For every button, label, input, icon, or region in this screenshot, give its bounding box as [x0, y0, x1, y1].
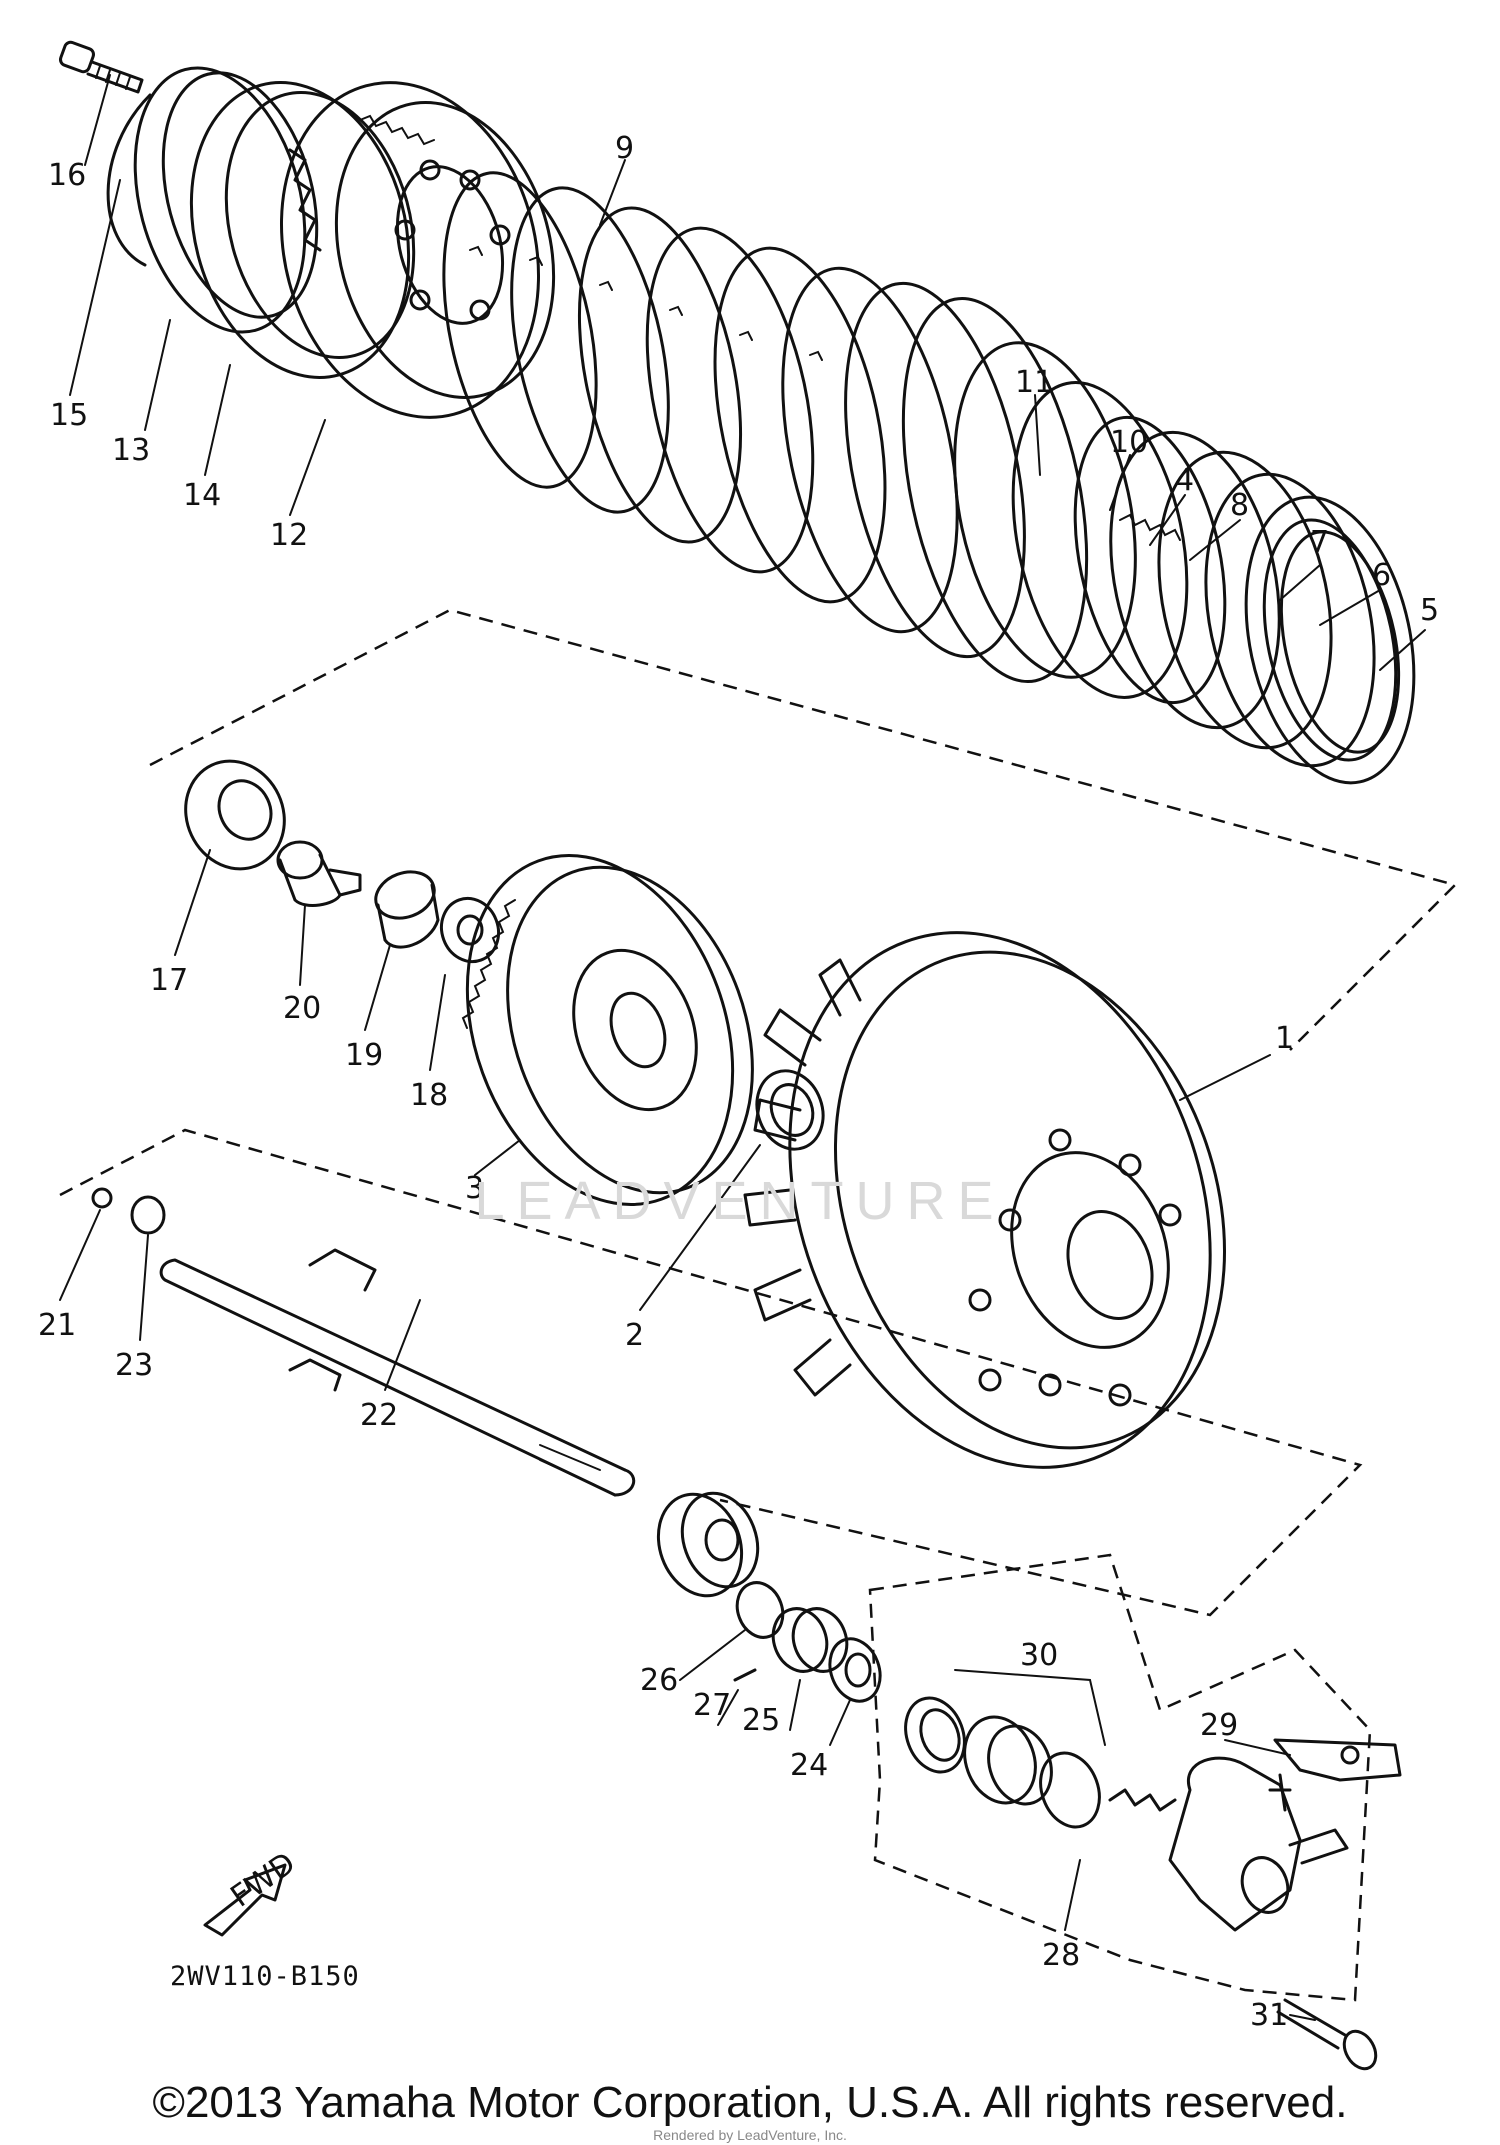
callout-6: 6 [1372, 558, 1391, 593]
part-3-primary-driven-gear [461, 854, 754, 1206]
fwd-arrow-label: FWD [225, 1846, 302, 1915]
lower-assembly-outline [59, 1128, 1363, 1617]
callout-12: 12 [270, 518, 308, 553]
part-28-release-cylinder [1168, 1756, 1349, 1932]
part-23-spacer [130, 1195, 166, 1235]
callout-26: 26 [640, 1663, 678, 1698]
part-13-plate [133, 66, 319, 334]
callout-labels: 1 2 3 4 5 6 7 8 9 10 11 12 13 14 15 16 1… [38, 131, 1439, 2033]
part-16-bolt [58, 40, 144, 94]
callout-23: 23 [115, 1348, 153, 1383]
callout-18: 18 [410, 1078, 448, 1113]
rendered-by-note: Rendered by LeadVenture, Inc. [653, 2127, 847, 2143]
callout-14: 14 [183, 478, 221, 513]
callout-17: 17 [150, 963, 188, 998]
part-14-spring-plate [189, 81, 416, 379]
part-10-clutch-plate [1011, 381, 1189, 699]
copyright-notice: ©2013 Yamaha Motor Corporation, U.S.A. A… [152, 2078, 1348, 2127]
callout-20: 20 [283, 991, 321, 1026]
part-7-friction-plate [1157, 450, 1333, 750]
callout-8: 8 [1230, 488, 1249, 523]
callout-7: 7 [1310, 525, 1329, 560]
callout-11: 11 [1015, 365, 1053, 400]
part-5-cushion-ring [1244, 495, 1416, 785]
part-31-bolt [1276, 1998, 1378, 2071]
part-bearing-lower [656, 1491, 760, 1598]
callout-15: 15 [50, 398, 88, 433]
clutch-plate-stack [442, 171, 1089, 684]
callout-13: 13 [112, 433, 150, 468]
callout-16: 16 [48, 158, 86, 193]
leader-lines [59, 74, 1426, 2021]
callout-3: 3 [465, 1171, 484, 1206]
callout-4: 4 [1175, 463, 1194, 498]
callout-22: 22 [360, 1398, 398, 1433]
part-6-plate [1204, 472, 1376, 768]
leadventure-watermark: LEADVENTURE [474, 1171, 1006, 1231]
callout-19: 19 [345, 1038, 383, 1073]
fwd-direction-arrow: FWD [203, 1846, 302, 1937]
callout-28: 28 [1042, 1938, 1080, 1973]
part-4-spring [1073, 415, 1227, 705]
callout-5: 5 [1420, 593, 1439, 628]
part-19-bushing [374, 870, 440, 949]
part-21-ball [91, 1187, 113, 1209]
callout-25: 25 [742, 1703, 780, 1738]
callout-24: 24 [790, 1748, 828, 1783]
part-17-bearing [184, 759, 286, 871]
callout-2: 2 [625, 1318, 644, 1353]
part-30-seal-kit [904, 1669, 1177, 1829]
part-code-label: 2WV110-B150 [170, 1961, 360, 1992]
part-2-thrust-washer [755, 1069, 825, 1151]
callout-10: 10 [1110, 425, 1148, 460]
callout-9: 9 [615, 131, 634, 166]
part-15-circlip [106, 93, 152, 267]
callout-21: 21 [38, 1308, 76, 1343]
part-24-washer [828, 1637, 882, 1703]
callout-29: 29 [1200, 1708, 1238, 1743]
callout-1: 1 [1275, 1021, 1294, 1056]
callout-27: 27 [693, 1688, 731, 1723]
part-12-clutch-housing [279, 81, 556, 419]
callout-30: 30 [1020, 1638, 1058, 1673]
part-26-o-ring [735, 1581, 785, 1639]
callout-31: 31 [1250, 1998, 1288, 2033]
part-20-collar [276, 840, 362, 907]
part-1-clutch-boss [743, 931, 1226, 1469]
part-22-shaft [159, 1248, 636, 1497]
part-8-seat [1109, 430, 1281, 730]
part-27-pin [733, 1668, 757, 1682]
part-18-washer [440, 896, 500, 964]
upper-assembly-outline [149, 608, 1458, 1051]
part-29-bracket [1268, 1738, 1402, 1812]
clutch-release-outline [868, 1553, 1372, 2002]
